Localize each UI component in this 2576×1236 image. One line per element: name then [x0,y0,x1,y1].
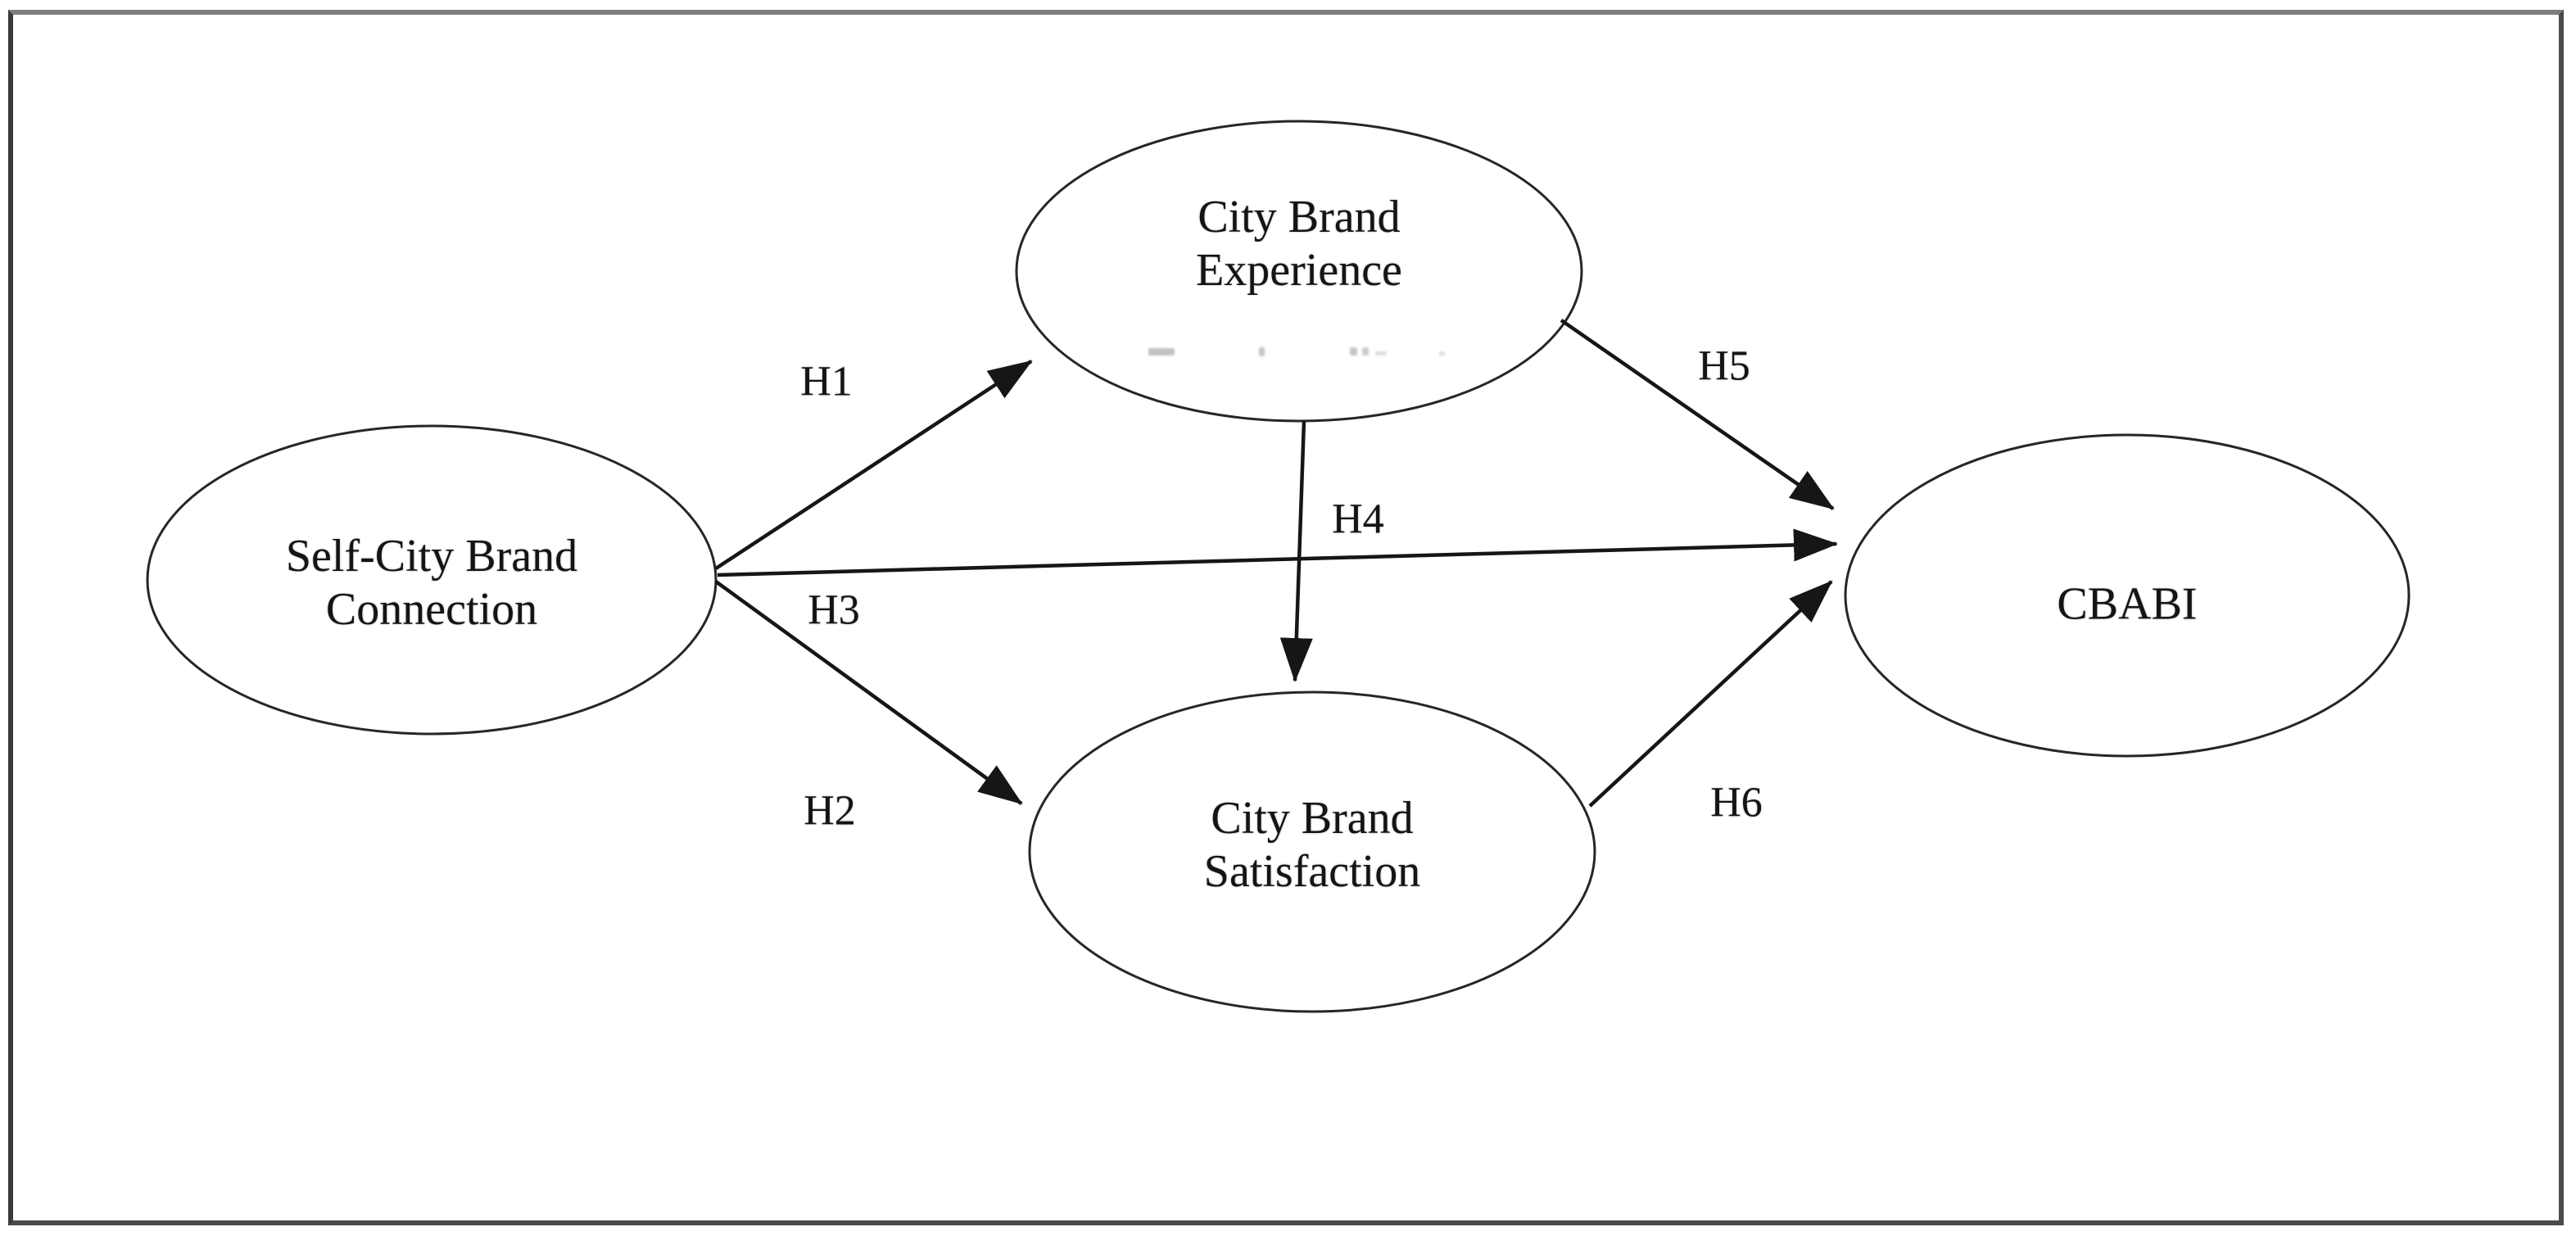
node-ellipse-self-city-brand-connection [146,424,718,736]
arrow-h5-line [1560,319,1835,510]
edge-label-h4: H4 [1332,496,1384,543]
erased-mark [1148,348,1175,355]
erased-mark [1439,351,1445,356]
node-label-line: Experience [1196,245,1402,296]
node-ellipse-city-brand-experience [1015,120,1583,423]
edge-label-h5: H5 [1698,342,1750,390]
node-label-line: CBABI [2057,578,2198,630]
arrow-h1-line [714,360,1033,570]
erased-mark [1362,347,1369,355]
node-label-line: City Brand [1197,192,1401,243]
edge-label-h3: H3 [808,586,860,634]
node-label-line: Self-City Brand [285,531,578,582]
arrow-h6-line [1588,580,1833,808]
edge-label-h2: H2 [804,787,856,835]
node-label-line: Satisfaction [1203,846,1421,897]
arrow-h4-line [1279,420,1313,682]
node-ellipse-cbabi [1844,433,2411,758]
node-ellipse-city-brand-satisfaction [1028,690,1596,1013]
edge-label-h6: H6 [1710,779,1763,826]
node-label-city-brand-experience: City Brand Experience [1196,191,1402,297]
node-label-line: City Brand [1211,793,1414,844]
erased-text-remnant [1143,344,1454,360]
node-label-self-city-brand-connection: Self-City Brand Connection [286,530,577,636]
node-label-line: Connection [325,584,538,635]
arrow-h2-line [714,580,1023,805]
erased-mark [1350,347,1357,355]
arrow-h3-line [717,528,1838,577]
erased-mark [1259,347,1265,356]
edge-label-h1: H1 [800,358,853,405]
node-label-cbabi: CBABI [2057,578,2197,632]
node-label-city-brand-satisfaction: City Brand Satisfaction [1204,792,1420,899]
erased-mark [1375,351,1387,355]
